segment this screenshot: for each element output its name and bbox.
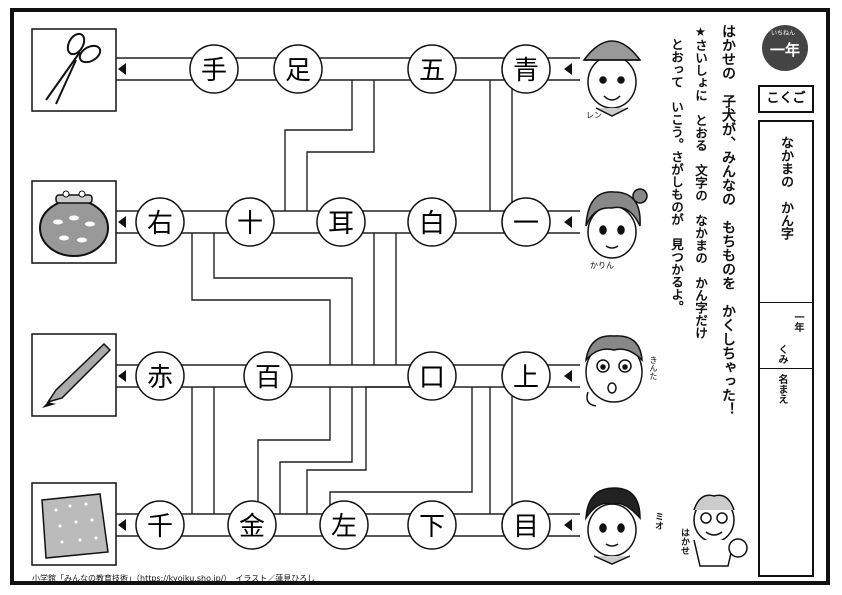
svg-text:足: 足 <box>285 56 311 86</box>
kanji-node: 赤 <box>135 351 185 401</box>
item-box-1 <box>31 28 117 112</box>
character-name: かりん <box>590 261 614 270</box>
sheet-title: なかまの かん字 <box>778 136 793 240</box>
kanji-node: 目 <box>501 500 551 550</box>
kanji-node: 足 <box>273 44 323 94</box>
svg-text:耳: 耳 <box>328 209 354 239</box>
character-name: はかせ <box>679 528 689 555</box>
class-field: くみ <box>776 344 787 364</box>
character-name: きんた <box>649 356 658 380</box>
subject-label: こくご <box>758 85 814 113</box>
kanji-node: 一 <box>501 197 551 247</box>
svg-text:一: 一 <box>513 209 539 239</box>
puppy-icon <box>728 538 748 558</box>
character-karin <box>585 188 648 259</box>
header-sidebar: 一年 いちねん こくご なかまの かん字 一年 くみ 名まえ <box>758 25 814 577</box>
svg-text:白: 白 <box>419 209 445 239</box>
page-frame <box>10 8 830 585</box>
instruction-line-1: はかせの 子犬が、みんなの もちものを かくしちゃった！ <box>720 24 736 416</box>
kanji-node: 青 <box>501 44 551 94</box>
kanji-node: 百 <box>243 351 293 401</box>
svg-text:青: 青 <box>513 56 539 86</box>
kanji-node: 耳 <box>316 197 366 247</box>
svg-text:千: 千 <box>147 512 173 542</box>
svg-text:下: 下 <box>419 512 445 542</box>
kanji-node: 左 <box>319 500 369 550</box>
svg-text:右: 右 <box>147 209 173 239</box>
handkerchief-icon <box>41 493 109 559</box>
svg-text:金: 金 <box>239 512 265 542</box>
kanji-node: 金 <box>227 500 277 550</box>
instruction-line-2: ★さいしょに とおる 文字の なかまの かん字だけ <box>693 24 708 339</box>
character-name: ミオ <box>653 512 663 530</box>
name-field: 名まえ <box>776 374 787 404</box>
scissors-icon <box>45 32 102 105</box>
svg-text:手: 手 <box>201 56 227 86</box>
kanji-node: 右 <box>135 197 185 247</box>
kanji-node: 口 <box>407 351 457 401</box>
character-hakase <box>693 494 748 567</box>
character-kinta <box>584 335 643 407</box>
pencil-icon <box>42 342 112 408</box>
item-box-2 <box>31 180 117 264</box>
character-ren <box>582 40 642 117</box>
grade-field: 一年 <box>792 312 803 332</box>
kanji-node: 上 <box>501 351 551 401</box>
svg-text:目: 目 <box>513 512 539 542</box>
svg-text:十: 十 <box>237 209 263 239</box>
character-name: レン <box>586 111 602 120</box>
coin-purse-icon <box>39 190 109 257</box>
character-mio <box>585 487 641 565</box>
svg-text:上: 上 <box>513 363 539 393</box>
grade-badge: 一年 <box>762 25 808 71</box>
kanji-node: 白 <box>407 197 457 247</box>
item-box-3 <box>31 333 117 417</box>
svg-text:左: 左 <box>331 512 357 542</box>
maze-row-4: 千 金 左 下 目 <box>135 500 551 550</box>
svg-text:口: 口 <box>419 363 445 393</box>
svg-text:五: 五 <box>419 56 445 86</box>
instruction-line-3: とおって いこう。さがしものが 見つかるよ。 <box>669 38 684 313</box>
maze-row-3: 赤 百 口 上 <box>135 351 551 401</box>
name-form: なかまの かん字 一年 くみ 名まえ <box>758 120 814 577</box>
grade-badge-ruby: いちねん <box>771 30 796 37</box>
svg-text:赤: 赤 <box>147 363 173 393</box>
maze-row-2: 右 十 耳 白 一 <box>135 197 551 247</box>
kanji-node: 下 <box>407 500 457 550</box>
item-box-4 <box>31 482 117 566</box>
kanji-node: 手 <box>189 44 239 94</box>
maze-row-1: 手 足 五 青 <box>189 44 551 94</box>
svg-text:百: 百 <box>255 363 281 393</box>
credit-line: 小学館「みんなの教育技術」（https://kyoiku.sho.jp/） イラ… <box>32 574 316 583</box>
kanji-node: 千 <box>135 500 185 550</box>
kanji-node: 五 <box>407 44 457 94</box>
kanji-node: 十 <box>225 197 275 247</box>
